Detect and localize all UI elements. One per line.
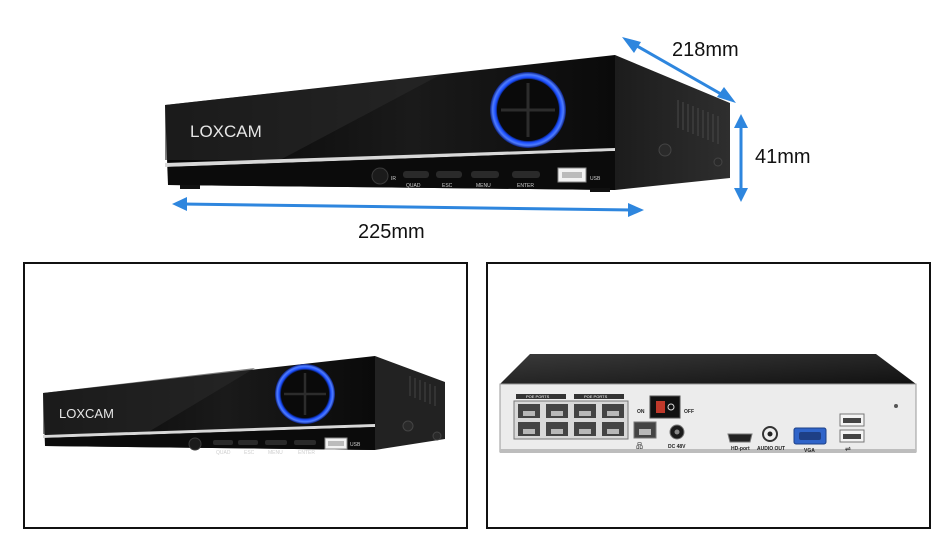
poe-ports-label-1: POE PORTS xyxy=(526,394,550,399)
menu-button[interactable] xyxy=(471,171,499,178)
ir-sensor xyxy=(371,167,389,185)
rear-usb-ports xyxy=(839,413,865,443)
main-device-view: LOXCAM IR QUAD ESC MENU ENTER USB xyxy=(165,37,748,217)
poe-port-block xyxy=(513,400,629,440)
dc-power-label: DC 48V xyxy=(668,444,686,450)
svg-text:QUAD: QUAD xyxy=(216,450,231,456)
switch-on-label: ON xyxy=(637,409,645,415)
width-arrow xyxy=(172,197,644,217)
height-dimension-label: 41mm xyxy=(755,146,811,168)
side-vents xyxy=(677,100,719,144)
front-view-esc-button[interactable] xyxy=(238,440,258,445)
svg-text:ESC: ESC xyxy=(244,450,255,456)
height-arrow xyxy=(734,114,748,202)
front-view-panel: LOXCAM QUAD ESC MENU ENTER USB xyxy=(23,262,468,529)
front-view-brand: LOXCAM xyxy=(59,406,114,421)
rear-view-panel: POE PORTS POE PORTS 品 ON xyxy=(486,262,931,529)
depth-dimension-label: 218mm xyxy=(672,39,739,61)
esc-label: ESC xyxy=(442,183,453,189)
hd-port-label: HD-port xyxy=(731,446,750,452)
usb-label: USB xyxy=(590,176,601,182)
front-view-device: LOXCAM QUAD ESC MENU ENTER USB xyxy=(43,356,445,456)
rear-view-device: POE PORTS POE PORTS 品 ON xyxy=(499,354,917,454)
usb-icon: ⇌ xyxy=(845,445,851,453)
quad-label: QUAD xyxy=(406,183,421,189)
width-dimension-label: 225mm xyxy=(358,221,425,243)
quad-button[interactable] xyxy=(403,171,429,178)
svg-text:ENTER: ENTER xyxy=(298,450,315,456)
menu-label: MENU xyxy=(476,183,491,189)
depth-arrow xyxy=(622,37,736,103)
poe-ports-label-2: POE PORTS xyxy=(584,394,608,399)
svg-text:USB: USB xyxy=(350,442,361,448)
front-view-enter-button[interactable] xyxy=(294,440,316,445)
enter-button[interactable] xyxy=(512,171,540,178)
network-icon: 品 xyxy=(636,442,643,450)
svg-text:MENU: MENU xyxy=(268,450,283,456)
front-gloss xyxy=(165,75,440,160)
hd-port xyxy=(727,433,753,443)
device-side-face xyxy=(615,55,730,190)
side-screw xyxy=(713,157,723,167)
device-bottom-lip xyxy=(168,151,615,190)
silver-strip xyxy=(165,148,615,167)
vga-label: VGA xyxy=(804,448,815,454)
side-screw xyxy=(658,143,672,157)
switch-off-label: OFF xyxy=(684,409,694,415)
front-view-quad-button[interactable] xyxy=(213,440,233,445)
front-view-menu-button[interactable] xyxy=(265,440,287,445)
ir-label: IR xyxy=(391,176,396,182)
brand-logo: LOXCAM xyxy=(190,122,262,141)
esc-button[interactable] xyxy=(436,171,462,178)
audio-out-label: AUDIO OUT xyxy=(757,446,785,452)
rear-screw xyxy=(894,404,898,408)
enter-label: ENTER xyxy=(517,183,534,189)
